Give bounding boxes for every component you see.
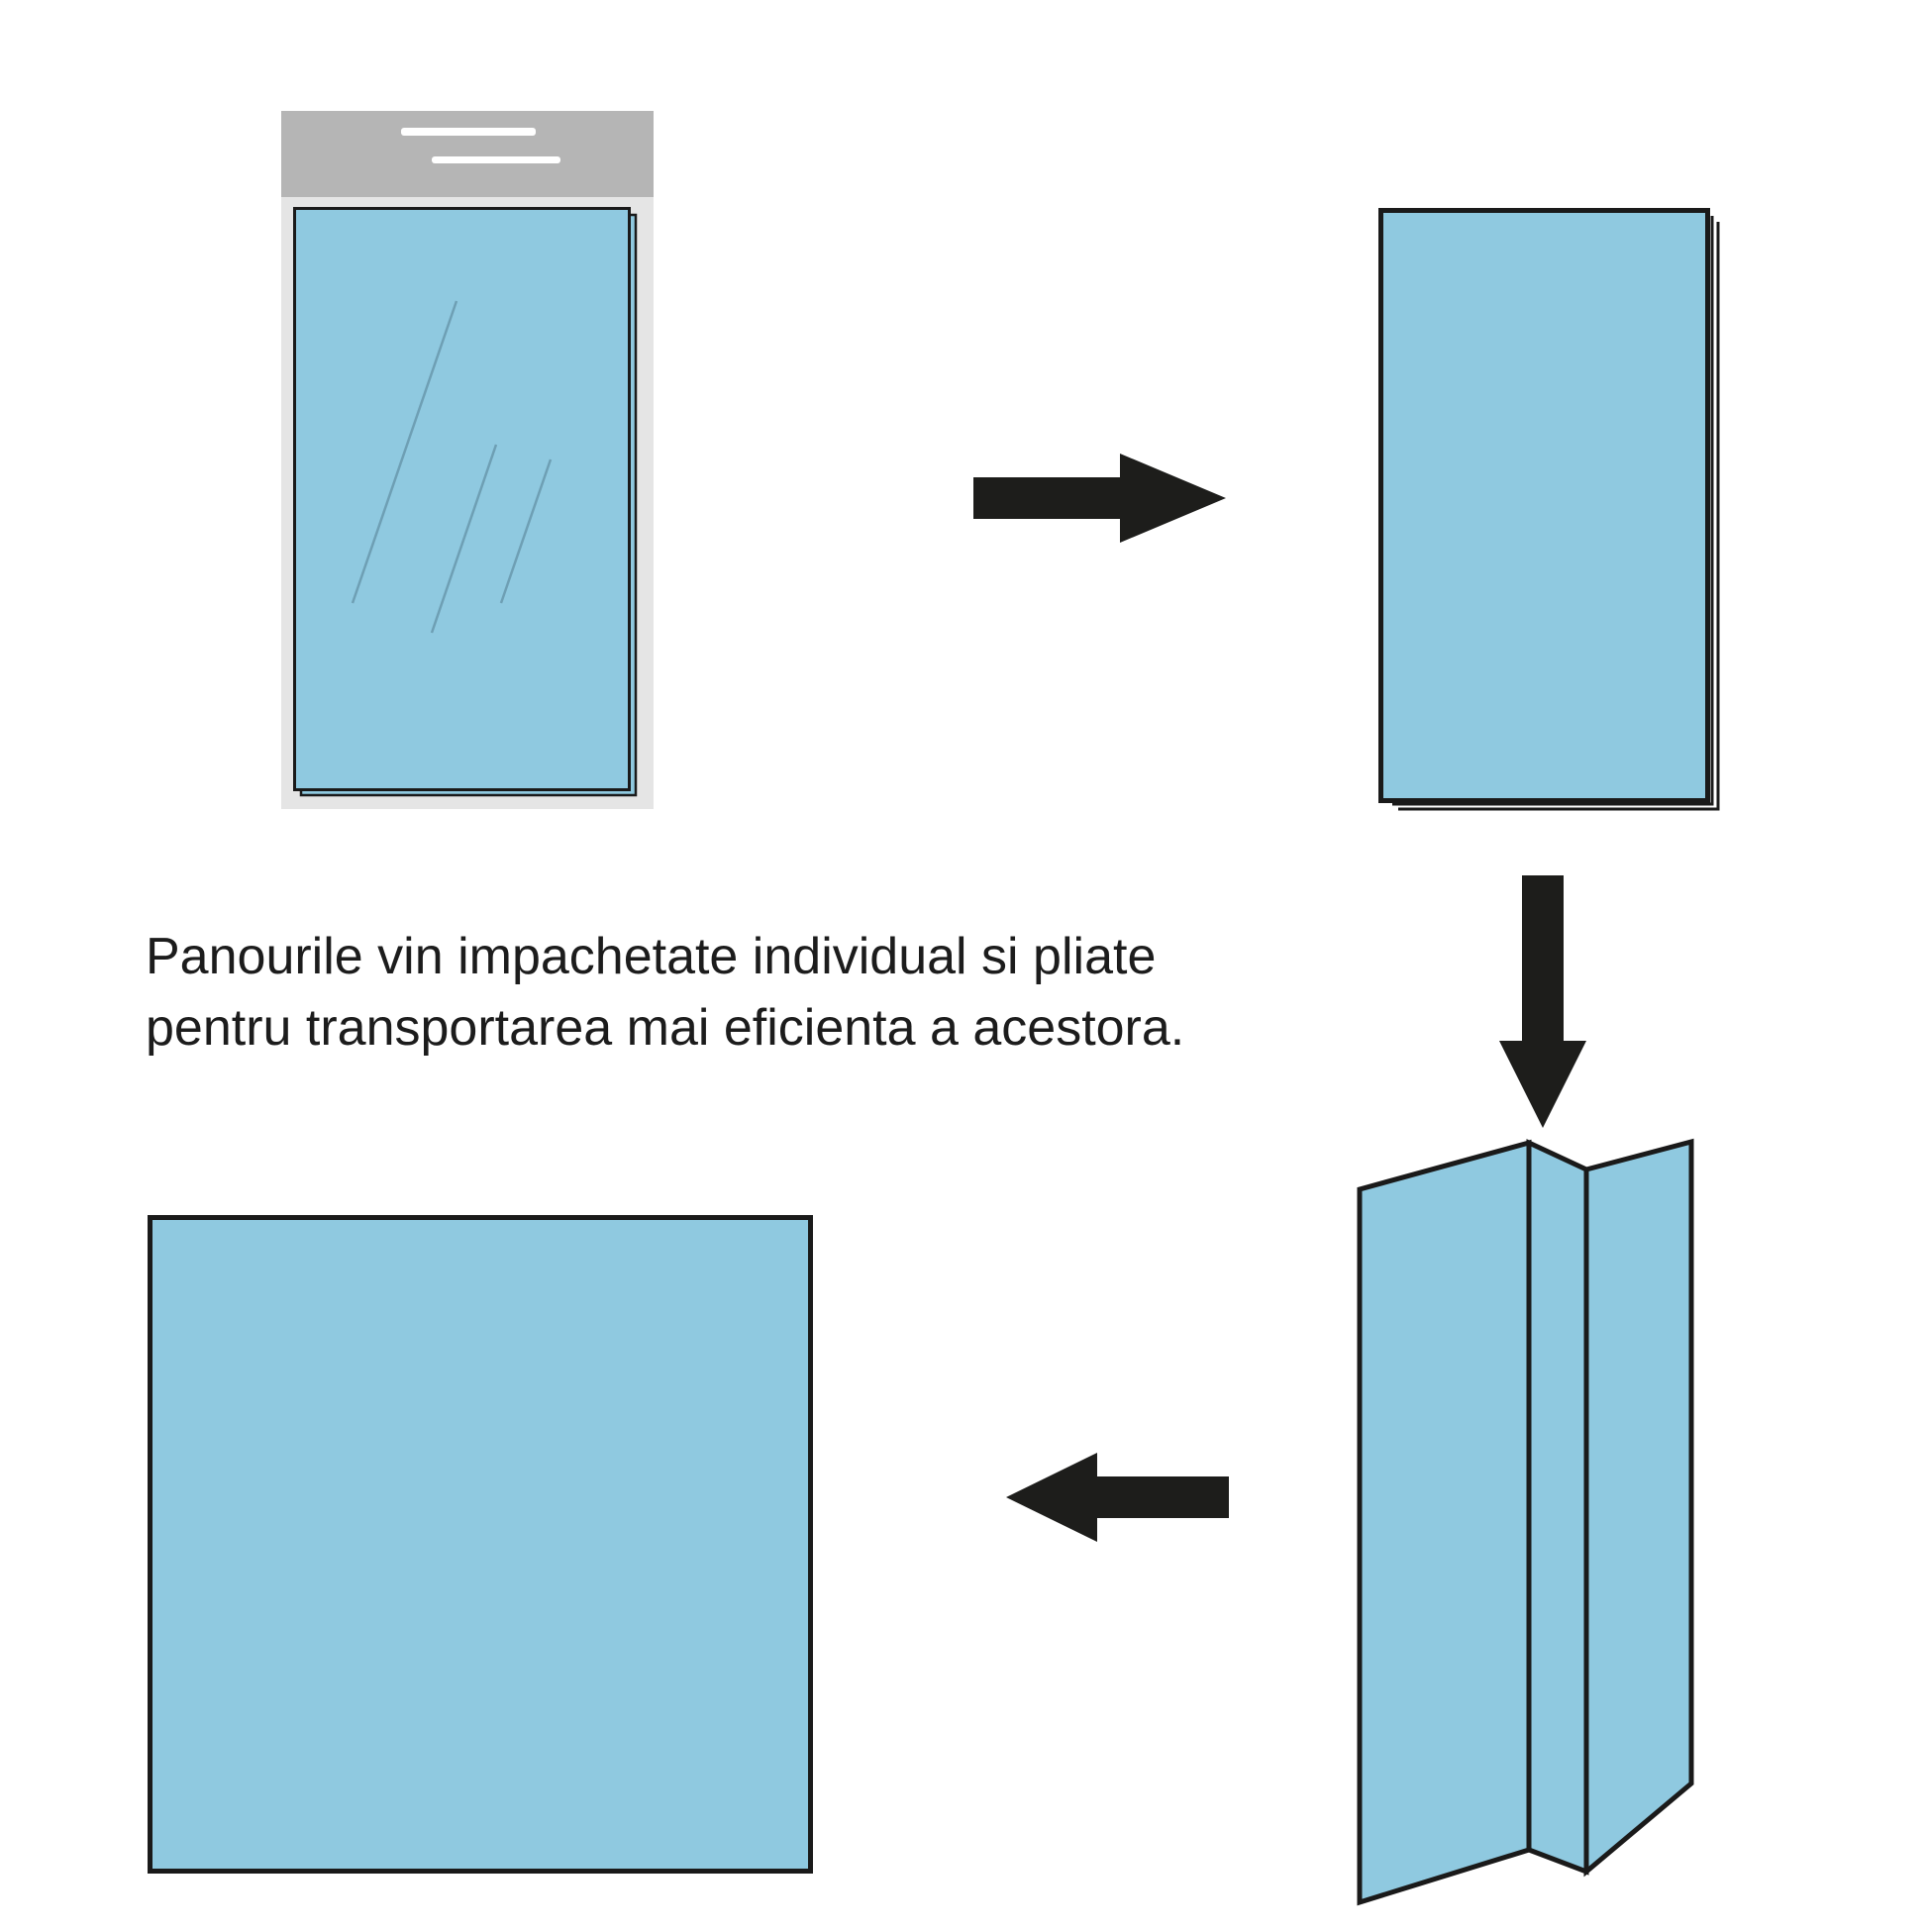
caption-line-2: pentru transportarea mai eficienta a ace… xyxy=(146,999,1185,1057)
package-label-line xyxy=(401,128,536,136)
package-header xyxy=(281,111,654,197)
caption-line-1: Panourile vin impachetate individual si … xyxy=(146,928,1157,985)
folded-page-edge xyxy=(1392,216,1714,806)
zfold-left-face xyxy=(1357,1139,1532,1906)
arrow-shaft xyxy=(973,477,1122,519)
folded-panel xyxy=(1378,208,1720,811)
partially-unfolded-panel xyxy=(1357,1138,1694,1906)
arrow-right-icon xyxy=(973,454,1226,543)
folded-panel-face xyxy=(1378,208,1710,803)
panel-in-package xyxy=(293,207,638,797)
package-label-line xyxy=(432,156,560,163)
arrow-left-icon xyxy=(1006,1453,1229,1542)
arrow-head xyxy=(1120,454,1226,543)
arrow-shaft xyxy=(1095,1476,1229,1518)
zfold-inner-face xyxy=(1526,1139,1589,1876)
arrow-shaft xyxy=(1522,875,1564,1044)
folded-page-edge xyxy=(1398,222,1720,811)
panel-front-sheet xyxy=(293,207,631,791)
zfold-right-face xyxy=(1583,1138,1694,1878)
unfolded-panel xyxy=(148,1215,813,1874)
arrow-down-icon xyxy=(1499,875,1586,1128)
shine-lines-icon xyxy=(351,300,553,634)
arrow-head xyxy=(1499,1041,1586,1128)
caption: Panourile vin impachetate individual si … xyxy=(146,921,1433,1064)
arrow-head xyxy=(1006,1453,1097,1542)
packaged-panel xyxy=(281,111,654,809)
